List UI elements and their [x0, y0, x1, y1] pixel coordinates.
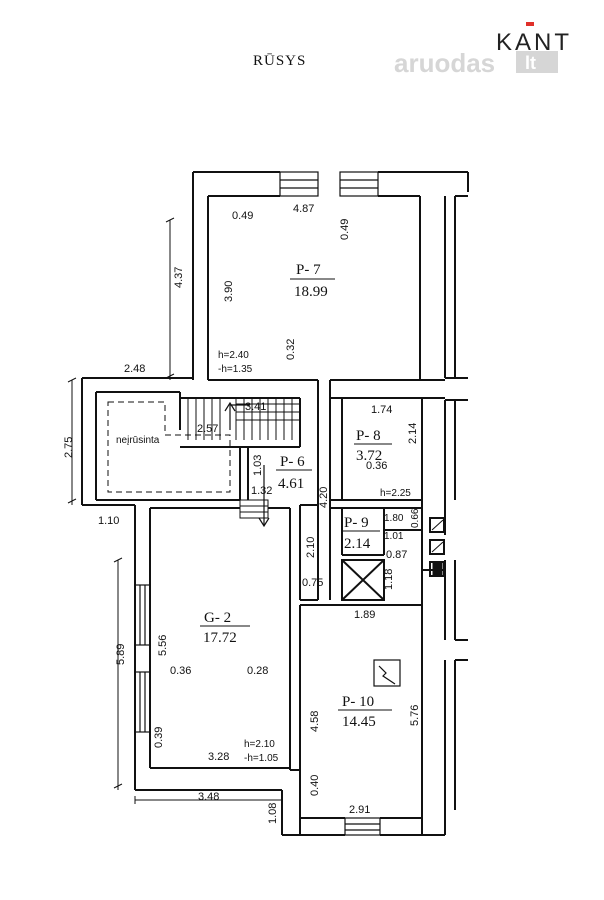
walls — [81, 171, 469, 836]
unexcavated-outline — [107, 401, 231, 493]
dim-0-49-b: 0.49 — [339, 219, 351, 240]
windows — [134, 171, 381, 836]
room-g2-height: h=2.10 — [244, 739, 275, 750]
dim-4-37: 4.37 — [173, 267, 185, 288]
watermark-suffix-text: lt — [525, 53, 536, 73]
room-p10-area: 14.45 — [342, 714, 376, 730]
dim-4-20: 4.20 — [318, 487, 330, 508]
room-p10: P- 10 14.45 — [338, 694, 392, 730]
room-p7-id: P- 7 — [296, 262, 321, 278]
room-p6: P- 6 4.61 — [276, 454, 312, 492]
dim-1-01: 1.01 — [384, 531, 404, 542]
dim-0-36-b: 0.36 — [170, 665, 191, 677]
dim-2-48: 2.48 — [124, 363, 145, 375]
room-p8-area: 3.72 — [356, 448, 382, 464]
dim-3-48: 3.48 — [198, 791, 219, 803]
dim-4-87: 4.87 — [293, 203, 314, 215]
dim-4-58: 4.58 — [309, 711, 321, 732]
dim-0-49-a: 0.49 — [232, 210, 253, 222]
unexcavated-label: neįrūsinta — [116, 435, 160, 446]
watermark-site-text: aruodas — [394, 48, 495, 78]
room-p9-id: P- 9 — [344, 515, 369, 531]
dim-3-90: 3.90 — [223, 281, 235, 302]
dim-0-40: 0.40 — [309, 775, 321, 796]
dim-3-28: 3.28 — [208, 751, 229, 763]
room-g2: G- 2 17.72 h=2.10 -h=1.05 — [200, 610, 279, 764]
floor-title: RŪSYS — [253, 53, 306, 69]
dim-p8-height: h=2.25 — [380, 488, 411, 499]
room-p9-area: 2.14 — [344, 536, 371, 552]
dim-1-18: 1.18 — [383, 569, 395, 590]
watermark-logo: aruodas lt KANT — [394, 22, 572, 78]
watermark-suffix-box — [516, 51, 558, 73]
dim-1-10: 1.10 — [98, 515, 119, 527]
room-g2-id: G- 2 — [204, 610, 231, 626]
dim-2-75: 2.75 — [63, 437, 75, 458]
room-p7-area: 18.99 — [294, 284, 328, 300]
dim-2-91: 2.91 — [349, 804, 370, 816]
dim-0-36-a: 0.36 — [366, 460, 387, 472]
kant-logo-text: KANT — [496, 29, 572, 56]
vent-icons — [431, 519, 444, 576]
dim-5-56: 5.56 — [157, 635, 169, 656]
stair-arrows — [224, 401, 331, 528]
dim-2-57: 2.57 — [197, 423, 218, 435]
dimensions-horizontal: 4.87 0.49 2.48 3.41 2.57 1.74 0.36 h=2.2… — [98, 203, 411, 816]
dim-0-28: 0.28 — [247, 665, 268, 677]
dim-2-14: 2.14 — [407, 423, 419, 444]
dim-1-03: 1.03 — [252, 455, 264, 476]
dimensions-vertical: 0.49 4.37 3.90 0.32 2.75 2.14 1.03 4.20 … — [63, 219, 421, 824]
dim-3-41: 3.41 — [245, 401, 266, 413]
electric-panel-icon — [373, 659, 401, 687]
room-p8: P- 8 3.72 — [354, 428, 392, 464]
dim-5-89: 5.89 — [115, 644, 127, 665]
stairs — [187, 398, 300, 519]
dimension-lines — [67, 217, 283, 804]
room-g2-depth: -h=1.05 — [244, 753, 279, 764]
dim-5-76: 5.76 — [409, 705, 421, 726]
room-p7-depth: -h=1.35 — [218, 364, 253, 375]
dim-1-08: 1.08 — [267, 803, 279, 824]
room-p8-id: P- 8 — [356, 428, 381, 444]
room-g2-area: 17.72 — [203, 630, 237, 646]
dim-1-32: 1.32 — [251, 485, 272, 497]
kant-accent-mark — [526, 22, 534, 26]
dim-1-89: 1.89 — [354, 609, 375, 621]
dim-0-39: 0.39 — [153, 727, 165, 748]
room-p9: P- 9 2.14 — [343, 515, 380, 552]
dim-0-87: 0.87 — [386, 549, 407, 561]
dim-0-66: 0.66 — [410, 508, 421, 528]
dim-1-74: 1.74 — [371, 404, 392, 416]
dim-0-75: 0.75 — [302, 577, 323, 589]
room-p10-id: P- 10 — [342, 694, 374, 710]
room-p7-height: h=2.40 — [218, 350, 249, 361]
room-p6-id: P- 6 — [280, 454, 305, 470]
room-p6-area: 4.61 — [278, 476, 304, 492]
dim-2-10: 2.10 — [305, 537, 317, 558]
dim-1-80: 1.80 — [384, 513, 404, 524]
dim-0-32: 0.32 — [285, 339, 297, 360]
room-p7: P- 7 18.99 h=2.40 -h=1.35 — [218, 262, 335, 375]
